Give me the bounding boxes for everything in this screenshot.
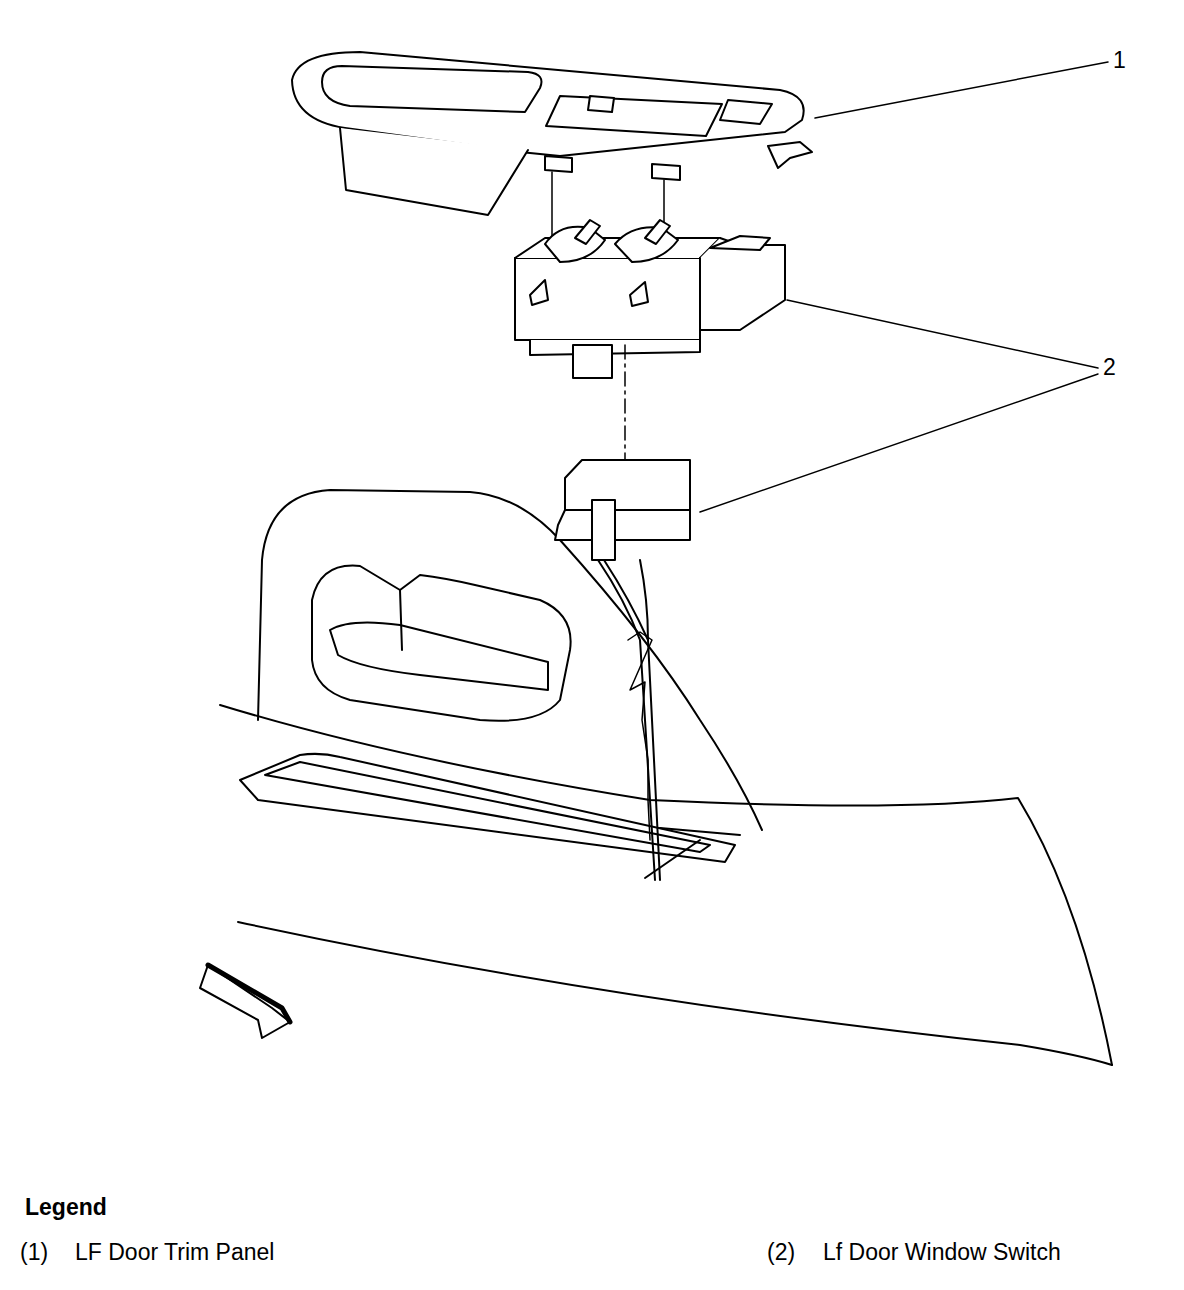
- trim-panel: [588, 96, 614, 112]
- wire-connector: [555, 510, 690, 540]
- window-switch: [575, 220, 600, 244]
- window-switch: [515, 220, 785, 480]
- window-switch: [515, 258, 700, 340]
- front-arrow: [208, 965, 290, 1022]
- window-switch: [530, 340, 700, 355]
- leader-line: [700, 374, 1098, 512]
- callout-number: 2: [1103, 355, 1116, 380]
- leader-line: [787, 300, 1098, 368]
- legend-entry: LF Door Trim Panel: [75, 1240, 274, 1265]
- window-switch: [710, 236, 770, 250]
- door-panel: [265, 762, 710, 852]
- window-switch: [645, 220, 670, 244]
- window-switch: [530, 280, 548, 305]
- door-panel: [220, 705, 1112, 1065]
- trim-panel: [720, 100, 772, 124]
- trim-panel: [340, 128, 528, 215]
- wire-connector: [555, 460, 690, 880]
- legend-entry: Lf Door Window Switch: [823, 1240, 1061, 1265]
- trim-panel: [768, 142, 812, 168]
- front-arrow: [200, 965, 290, 1038]
- trim-panel: [546, 96, 722, 136]
- trim-panel: [545, 156, 572, 172]
- legend-number: (1): [20, 1240, 48, 1265]
- window-switch: [573, 345, 612, 378]
- wire-connector: [628, 632, 652, 840]
- window-switch: [615, 227, 678, 262]
- door-panel: [400, 590, 402, 650]
- wire-connector: [592, 500, 615, 560]
- window-switch: [700, 238, 785, 330]
- wire-connector: [598, 560, 660, 880]
- door-panel: [220, 490, 1112, 1065]
- legend-number: (2): [767, 1240, 795, 1265]
- callout-number: 1: [1113, 48, 1126, 73]
- door-panel: [312, 566, 571, 721]
- leader-line: [815, 62, 1108, 118]
- window-switch: [630, 282, 648, 306]
- trim-panel: [322, 66, 542, 112]
- wire-connector: [565, 460, 690, 510]
- trim-panel: [292, 52, 812, 250]
- door-panel: [240, 754, 735, 862]
- door-panel: [330, 622, 548, 690]
- leader-line: [700, 62, 1108, 512]
- trim-panel: [652, 164, 680, 180]
- door-panel: [238, 922, 1112, 1065]
- legend-heading: Legend: [25, 1195, 107, 1220]
- front-arrow: [200, 965, 290, 1038]
